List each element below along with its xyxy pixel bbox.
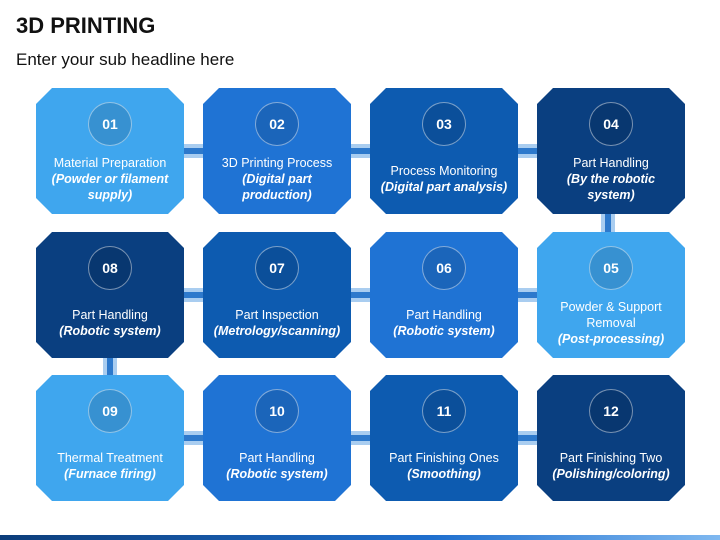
step-01: 01 Material Preparation (Powder or filam… bbox=[36, 88, 184, 214]
step-number-badge: 03 bbox=[422, 102, 466, 146]
bottom-accent-bar bbox=[0, 535, 720, 540]
connector-06-07 bbox=[347, 288, 375, 302]
step-06: 06 Part Handling (Robotic system) bbox=[370, 232, 518, 358]
step-sublabel: (Digital part analysis) bbox=[380, 180, 508, 194]
step-label: Thermal Treatment bbox=[57, 451, 163, 465]
connector-10-11 bbox=[347, 431, 375, 445]
step-sublabel: (By the robotic system) bbox=[566, 172, 656, 202]
step-sublabel: (Robotic system) bbox=[59, 324, 161, 338]
step-number-badge: 06 bbox=[422, 246, 466, 290]
connector-02-03 bbox=[347, 144, 375, 158]
step-number-badge: 12 bbox=[589, 389, 633, 433]
step-11: 11 Part Finishing Ones (Smoothing) bbox=[370, 375, 518, 501]
step-03: 03 Process Monitoring (Digital part anal… bbox=[370, 88, 518, 214]
step-09: 09 Thermal Treatment (Furnace firing) bbox=[36, 375, 184, 501]
connector-01-02 bbox=[180, 144, 208, 158]
step-sublabel: (Digital part production) bbox=[242, 172, 312, 202]
step-number-badge: 11 bbox=[422, 389, 466, 433]
step-number-badge: 10 bbox=[255, 389, 299, 433]
step-number-badge: 07 bbox=[255, 246, 299, 290]
step-10: 10 Part Handling (Robotic system) bbox=[203, 375, 351, 501]
step-08: 08 Part Handling (Robotic system) bbox=[36, 232, 184, 358]
step-label: Part Handling bbox=[573, 156, 649, 170]
step-sublabel: (Polishing/coloring) bbox=[552, 467, 670, 481]
step-label: Part Handling bbox=[239, 451, 315, 465]
connector-04-05 bbox=[601, 212, 615, 236]
step-12: 12 Part Finishing Two (Polishing/colorin… bbox=[537, 375, 685, 501]
page-subtitle: Enter your sub headline here bbox=[16, 50, 235, 69]
step-label: Part Finishing Two bbox=[559, 451, 663, 465]
step-number-badge: 05 bbox=[589, 246, 633, 290]
step-05: 05 Powder & Support Removal (Post-proces… bbox=[537, 232, 685, 358]
connector-11-12 bbox=[514, 431, 542, 445]
step-02: 02 3D Printing Process (Digital part pro… bbox=[203, 88, 351, 214]
step-number-badge: 04 bbox=[589, 102, 633, 146]
connector-09-10 bbox=[180, 431, 208, 445]
step-number-badge: 02 bbox=[255, 102, 299, 146]
step-07: 07 Part Inspection (Metrology/scanning) bbox=[203, 232, 351, 358]
step-label: Process Monitoring bbox=[390, 164, 498, 178]
step-label: Part Inspection bbox=[235, 308, 319, 322]
step-sublabel: (Powder or filament supply) bbox=[51, 172, 169, 202]
step-sublabel: (Post-processing) bbox=[557, 332, 665, 346]
step-label: Part Handling bbox=[72, 308, 148, 322]
connector-08-09 bbox=[103, 356, 117, 380]
step-04: 04 Part Handling (By the robotic system) bbox=[537, 88, 685, 214]
step-sublabel: (Smoothing) bbox=[407, 467, 481, 481]
step-sublabel: (Metrology/scanning) bbox=[213, 324, 341, 338]
step-label: Material Preparation bbox=[53, 156, 167, 170]
step-label: 3D Printing Process bbox=[221, 156, 333, 170]
step-number-badge: 09 bbox=[88, 389, 132, 433]
step-label: Part Finishing Ones bbox=[389, 451, 499, 465]
page-title: 3D PRINTING bbox=[16, 13, 156, 38]
step-number-badge: 08 bbox=[88, 246, 132, 290]
step-sublabel: (Furnace firing) bbox=[64, 467, 156, 481]
step-number-badge: 01 bbox=[88, 102, 132, 146]
step-sublabel: (Robotic system) bbox=[393, 324, 495, 338]
connector-05-06 bbox=[514, 288, 542, 302]
step-label: Part Handling bbox=[406, 308, 482, 322]
connector-03-04 bbox=[514, 144, 542, 158]
connector-07-08 bbox=[180, 288, 208, 302]
step-label: Powder & Support Removal bbox=[560, 300, 662, 330]
step-sublabel: (Robotic system) bbox=[226, 467, 328, 481]
